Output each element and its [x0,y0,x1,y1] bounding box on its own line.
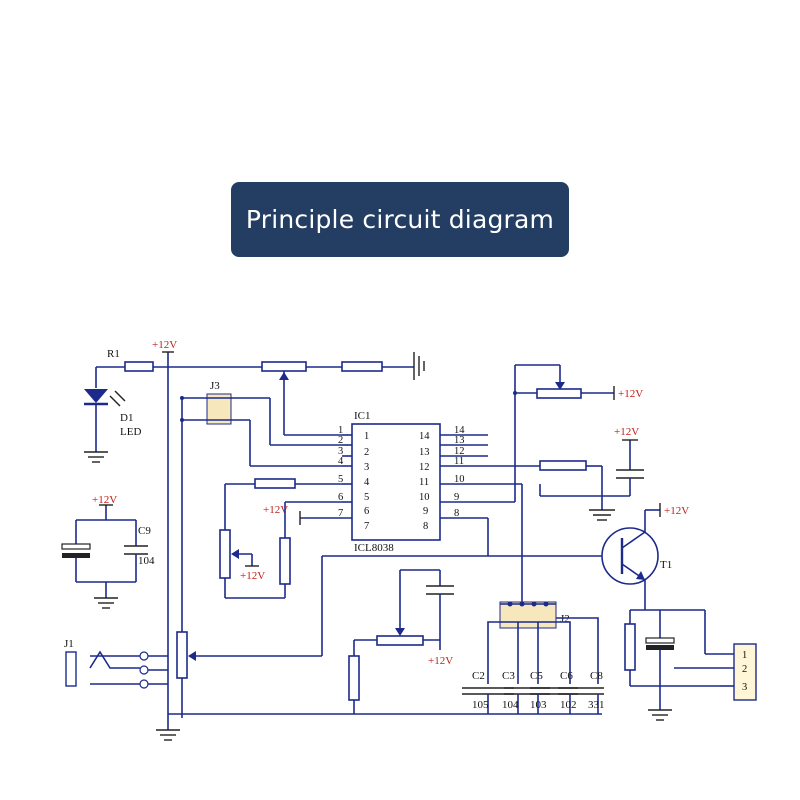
j3-label: J3 [210,380,220,392]
out-pin-3: 3 [742,682,747,693]
pin-left-1: 1 [338,425,343,436]
pin-left-2: 2 [338,435,343,446]
j1-label: J1 [64,638,74,650]
capacitor-bank [462,617,604,714]
pin-left-5: 5 [338,474,343,485]
cap-value-c8: 331 [588,699,605,711]
pin-left-7: 7 [338,508,343,519]
bottom-pot [348,569,454,714]
out-pin-2: 2 [742,664,747,675]
output-stage [624,609,757,721]
cap-ref-c2: C2 [472,670,485,682]
cap-value-c5: 103 [530,699,547,711]
pin-in-right-14: 14 [419,431,430,442]
c9-decoupling [61,504,148,609]
pin-right-8: 8 [454,508,459,519]
led-d1 [84,367,126,463]
pin-in-right-9: 9 [423,506,428,517]
cap-ref-c5: C5 [530,670,543,682]
jumper-j3 [180,393,342,718]
pin-in-left-1: 1 [364,431,369,442]
cap-ref-c6: C6 [560,670,573,682]
c9-ref-label: C9 [138,525,151,537]
cap-ref-c8: C8 [590,670,603,682]
pin-in-left-6: 6 [364,506,369,517]
pin-right-10: 10 [454,474,465,485]
jack-j1 [65,556,323,689]
resistor-r1 [124,361,154,372]
supply-label-bottom: +12V [428,655,453,667]
resistor-top-right [341,361,383,372]
pin-right-14: 14 [454,425,465,436]
pin-in-right-11: 11 [419,477,429,488]
led-name-label: LED [120,426,141,438]
cap-value-c3: 104 [502,699,519,711]
supply-label-cap: +12V [614,426,639,438]
pin-left-4: 4 [338,456,344,467]
supply-label-pin6: +12V [263,504,288,516]
pin-right-11: 11 [454,456,464,467]
pin-in-right-12: 12 [419,462,430,473]
pin-right-13: 13 [454,435,465,446]
pin-in-right-10: 10 [419,492,430,503]
duty-network [219,478,342,599]
ic-ref-label: IC1 [354,410,371,422]
pin-in-left-2: 2 [364,447,369,458]
pin-in-left-3: 3 [364,462,369,473]
ic-part-label: ICL8038 [354,542,394,554]
ic1-icl8038 [300,423,540,541]
supply-label-transistor: +12V [664,505,689,517]
supply-label-duty: +12V [240,570,265,582]
pin-10-11-network [521,439,644,600]
potentiometer-top [261,361,307,372]
title-banner: Principle circuit diagram [231,182,569,257]
pin-in-left-4: 4 [364,477,370,488]
page-title: Principle circuit diagram [245,205,555,234]
right-top-pot [513,364,615,502]
pin-right-12: 12 [454,446,465,457]
transistor-label: T1 [660,559,672,571]
r1-label: R1 [107,348,120,360]
jumper-j2 [499,600,557,629]
cap-value-c2: 105 [472,699,489,711]
pin-right-9: 9 [454,492,459,503]
pin-in-left-7: 7 [364,521,369,532]
supply-label-right: +12V [618,388,643,400]
supply-label-top: +12V [152,339,177,351]
pin-in-right-13: 13 [419,447,430,458]
j2-label: J2 [560,613,570,625]
supply-label-c9: +12V [92,494,117,506]
c9-value-label: 104 [138,555,155,567]
out-pin-1: 1 [742,650,747,661]
led-ref-label: D1 [120,412,133,424]
cap-ref-c3: C3 [502,670,515,682]
pin-in-right-8: 8 [423,521,428,532]
pin-left-3: 3 [338,446,343,457]
pin-left-6: 6 [338,492,343,503]
pin-in-left-5: 5 [364,492,369,503]
cap-value-c6: 102 [560,699,577,711]
transistor-t1 [322,503,661,610]
